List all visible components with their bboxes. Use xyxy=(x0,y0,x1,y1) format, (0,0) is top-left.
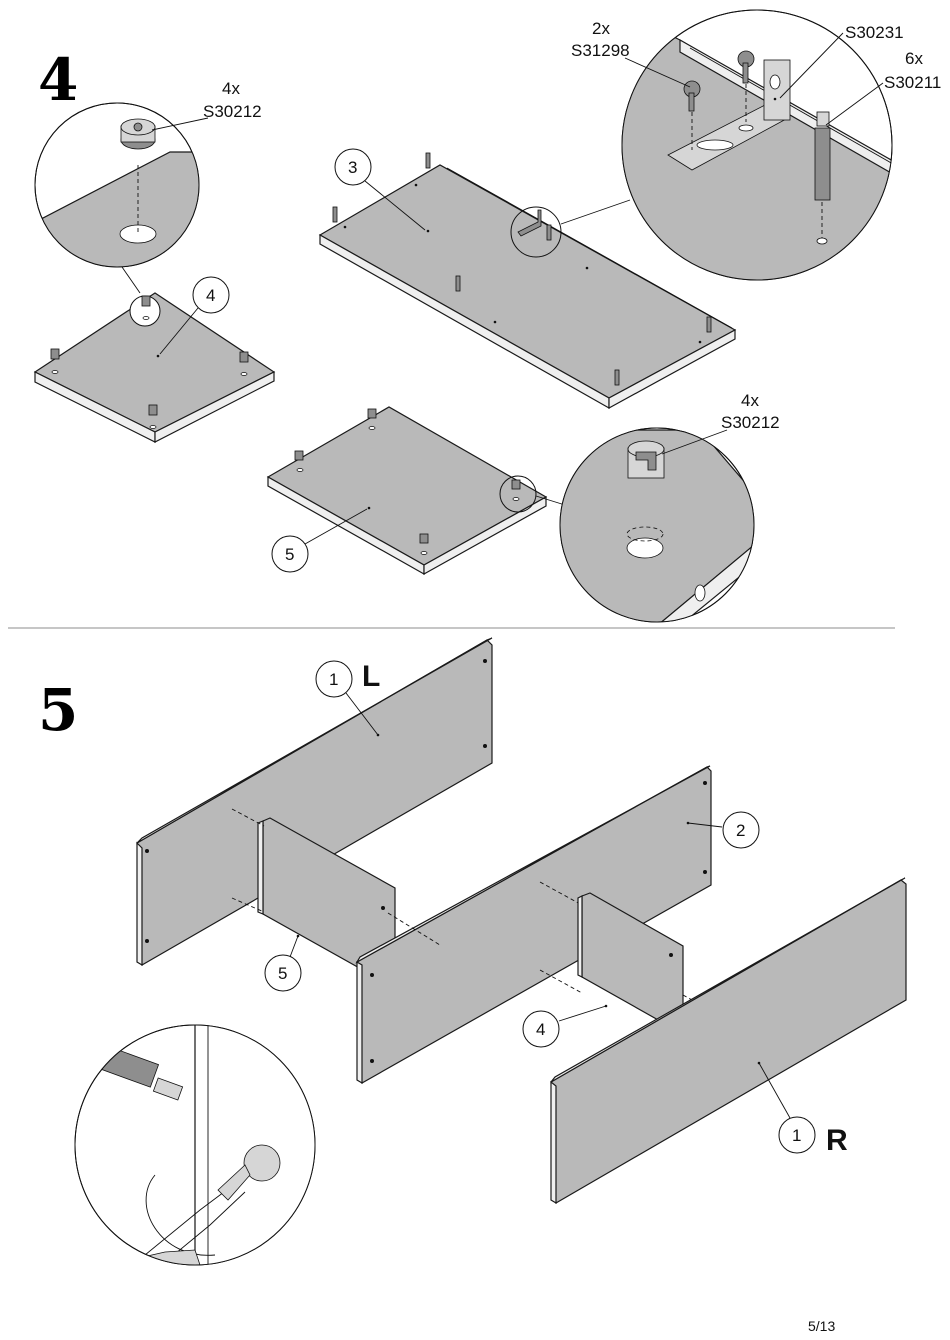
panel-3 xyxy=(318,152,737,410)
side-label-right: R xyxy=(826,1124,848,1157)
step-4-number: 4 xyxy=(38,46,78,114)
part-label-1-right: 1 xyxy=(792,1126,801,1145)
part-label-5-step5: 5 xyxy=(278,964,287,983)
panel-5-step4 xyxy=(266,406,548,576)
side-label-left: L xyxy=(362,660,380,693)
callout-qty-2: 2x xyxy=(592,19,610,38)
callout-code-4: S30211 xyxy=(884,73,941,92)
part-label-2: 2 xyxy=(736,821,745,840)
panel-4-step5 xyxy=(577,892,684,1036)
part-label-5-step4: 5 xyxy=(285,545,294,564)
page-number: 5/13 xyxy=(808,1318,836,1334)
panel-4 xyxy=(33,292,276,443)
callout-qty-1: 4x xyxy=(222,79,240,98)
zoom-detail-cam-lock-top xyxy=(34,102,200,268)
part-label-1-left: 1 xyxy=(329,670,338,689)
part-label-4-step4: 4 xyxy=(206,286,215,305)
zoom-detail-bracket xyxy=(621,9,893,281)
callout-code-1: S30212 xyxy=(203,102,262,121)
callout-qty-5: 4x xyxy=(741,391,759,410)
part-label-4-step5: 4 xyxy=(536,1020,545,1039)
panel-2 xyxy=(355,765,712,1085)
zoom-detail-screwdriver xyxy=(74,1024,316,1266)
callout-code-5: S30212 xyxy=(721,413,780,432)
step-5-number: 5 xyxy=(38,676,78,744)
zoom-detail-cam-lock-bottom xyxy=(559,427,755,623)
callout-qty-4: 6x xyxy=(905,49,923,68)
callout-code-3: S30231 xyxy=(845,23,904,42)
side-panel-right xyxy=(550,877,907,1205)
part-label-3: 3 xyxy=(348,158,357,177)
callout-code-2: S31298 xyxy=(571,41,630,60)
side-panel-left xyxy=(136,637,493,967)
